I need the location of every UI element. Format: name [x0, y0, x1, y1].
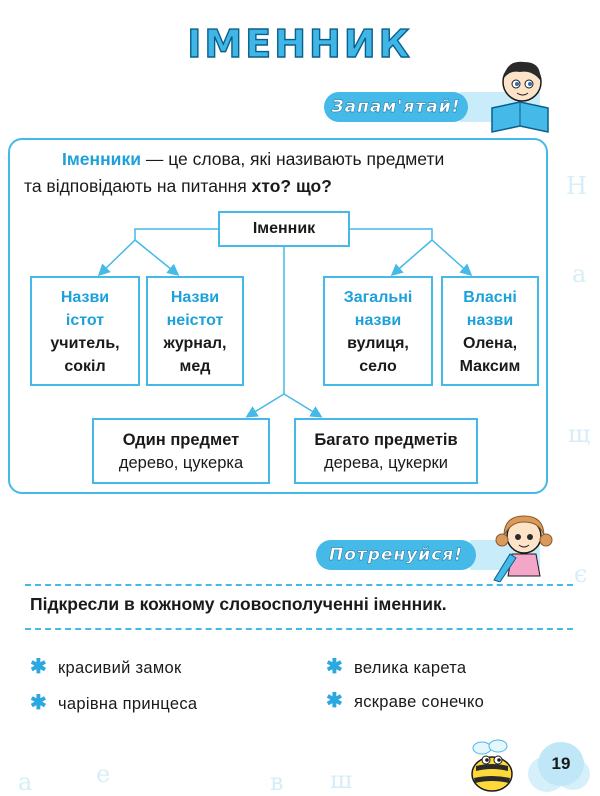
list-item: ✱ красивий замок	[30, 654, 182, 679]
page-number-bubble	[538, 742, 584, 786]
definition-text-line2: та відповідають на питання хто? що?	[24, 174, 544, 198]
asterisk-icon: ✱	[326, 690, 344, 712]
asterisk-icon: ✱	[30, 656, 48, 678]
box-heading: назви	[354, 312, 402, 329]
list-item: ✱ яскраве сонечко	[326, 688, 484, 713]
box-heading: істот	[65, 312, 105, 329]
list-item: ✱ велика карета	[326, 654, 466, 679]
girl-with-pencil-icon	[493, 515, 553, 582]
category-box-proper: Власні назви Олена, Максим	[441, 276, 539, 386]
box-heading: Загальні	[343, 289, 413, 306]
boy-reading-icon	[491, 61, 549, 133]
page-number: 19	[551, 754, 571, 773]
phrase-text: велика карета	[354, 659, 467, 677]
task-instruction: Підкресли в кожному словосполученні імен…	[30, 594, 447, 614]
definition-term: Іменники	[62, 149, 141, 169]
box-example: сокіл	[64, 358, 106, 375]
page-title: ІМЕННИК	[187, 21, 413, 66]
phrase-text: чарівна принцеса	[58, 695, 198, 713]
definition-questions: хто? що?	[251, 176, 332, 196]
asterisk-icon: ✱	[30, 692, 48, 714]
box-example: мед	[179, 358, 211, 375]
box-example: Олена,	[462, 335, 518, 352]
decorative-letters: ш	[330, 766, 353, 794]
box-heading: неістот	[166, 312, 224, 329]
number-heading: Один предмет	[122, 431, 240, 449]
box-heading: Власні	[463, 289, 517, 306]
box-example: журнал,	[163, 335, 227, 352]
box-heading: назви	[466, 312, 514, 329]
decorative-letters: а	[572, 260, 587, 288]
root-label: Іменник	[252, 220, 316, 237]
dashed-divider	[25, 584, 573, 586]
remember-badge: Запам'ятай!	[324, 92, 468, 122]
definition-question-lead: та відповідають на питання	[24, 176, 252, 196]
box-example: село	[359, 358, 397, 375]
bee-icon	[471, 739, 513, 792]
box-heading: Назви	[60, 289, 110, 306]
list-item: ✱ чарівна принцеса	[30, 690, 197, 715]
box-example: Максим	[459, 358, 521, 375]
box-example: учитель,	[50, 335, 120, 352]
definition-rest: — це слова, які називають предмети	[140, 149, 445, 169]
number-heading: Багато предметів	[314, 431, 458, 449]
number-example: дерева, цукерки	[324, 454, 448, 472]
definition-text: Іменники — це слова, які називають предм…	[24, 147, 544, 171]
box-heading: Назви	[170, 289, 220, 306]
asterisk-icon: ✱	[326, 656, 344, 678]
number-example: дерево, цукерка	[118, 454, 244, 472]
category-box-common: Загальні назви вулиця, село	[323, 276, 433, 386]
category-box-inanimate: Назви неістот журнал, мед	[146, 276, 244, 386]
decorative-letters: а	[18, 768, 33, 796]
decorative-letters: Н	[566, 172, 587, 200]
phrase-text: красивий замок	[58, 659, 182, 677]
phrase-text: яскраве сонечко	[354, 693, 485, 711]
practice-badge: Потренуйся!	[316, 540, 476, 570]
diagram-root-box: Іменник	[218, 211, 350, 247]
dashed-divider	[25, 628, 573, 630]
number-box-plural: Багато предметів дерева, цукерки	[294, 418, 478, 484]
category-box-animate: Назви істот учитель, сокіл	[30, 276, 140, 386]
decorative-letters: щ	[568, 420, 591, 448]
decorative-letters: є	[574, 560, 588, 588]
box-example: вулиця,	[347, 335, 409, 352]
decorative-letters: в	[270, 768, 284, 796]
decorative-letters: е	[96, 760, 111, 788]
rule-box	[8, 138, 548, 494]
number-box-singular: Один предмет дерево, цукерка	[92, 418, 270, 484]
